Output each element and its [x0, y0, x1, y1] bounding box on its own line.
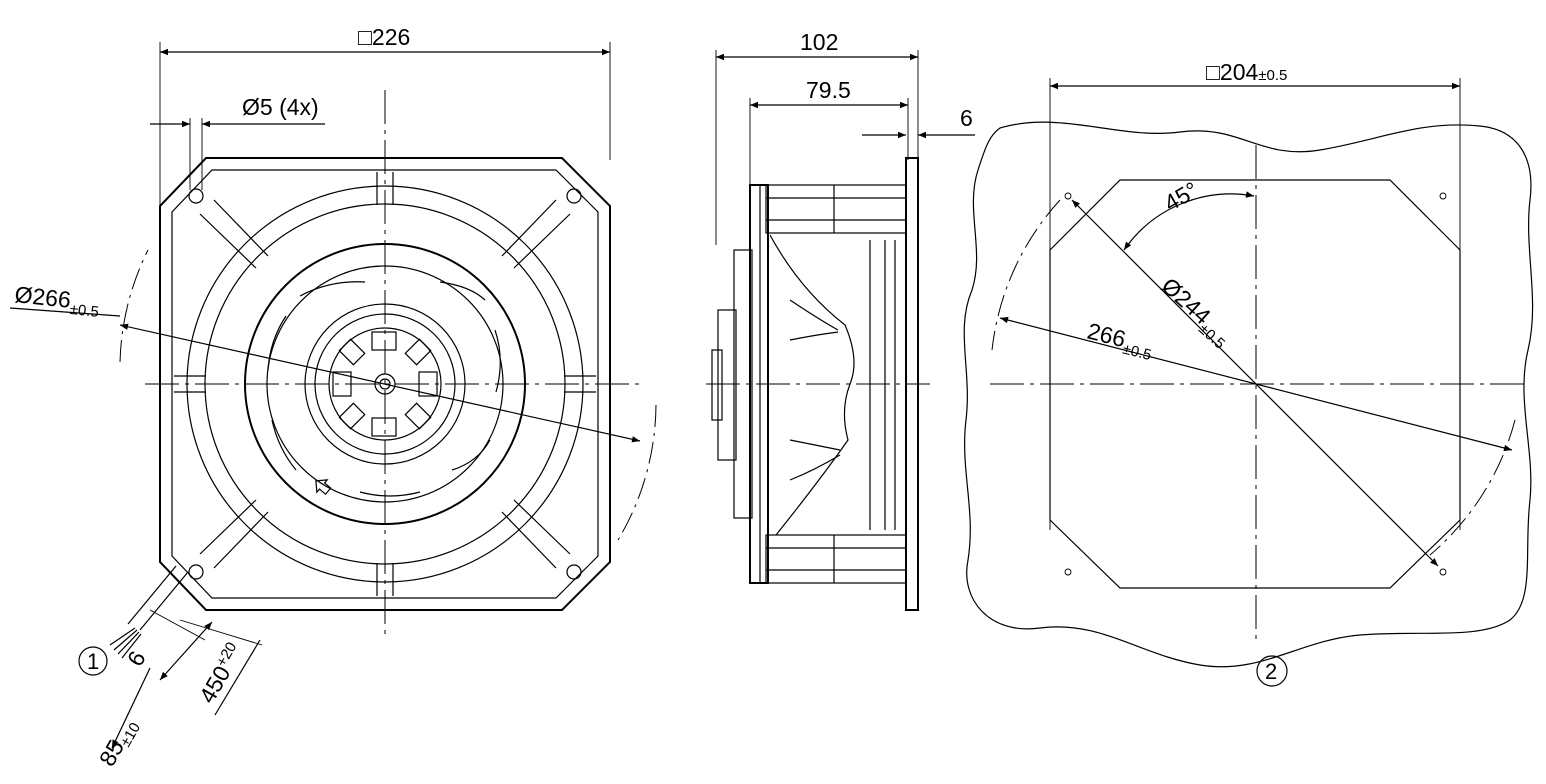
blade	[451, 439, 491, 471]
panel-hole	[1439, 568, 1447, 576]
opening-arc	[991, 199, 1061, 351]
blade	[439, 281, 486, 301]
leader-line	[9, 307, 121, 317]
grille-spoke	[213, 511, 269, 569]
hub-vent	[338, 338, 366, 366]
cable-line	[139, 571, 189, 631]
circle-dim-label: Ø266±0.5	[13, 281, 101, 321]
hub-vent	[404, 402, 432, 430]
cutout-width-label: □204±0.5	[1206, 59, 1287, 85]
cable-length-dim	[159, 621, 213, 681]
callout-circle-1	[78, 646, 108, 676]
opening-dim-line	[999, 316, 1513, 452]
depth-total-label: 102	[800, 29, 838, 55]
grille-spoke	[199, 499, 257, 555]
circle-arc	[119, 249, 149, 363]
wire	[117, 631, 140, 655]
depth-body-label: 79.5	[806, 77, 851, 103]
hole-dim-label: Ø5 (4x)	[242, 94, 319, 120]
grille-spoke	[501, 511, 557, 569]
panel-hole	[1064, 192, 1072, 200]
wire-strip-label: 6	[122, 646, 151, 670]
wire	[121, 633, 142, 659]
cable	[109, 565, 189, 659]
front-view: □226 Ø5 (4x)	[9, 24, 657, 772]
bolt-circle-label: Ø244±0.5	[1153, 272, 1237, 352]
extension-line	[179, 619, 263, 646]
hub-vent	[338, 402, 366, 430]
blade-profile	[769, 234, 855, 536]
circle-arc	[617, 404, 657, 541]
bolt-circle-dim-line	[1071, 199, 1439, 567]
motor-cap	[717, 309, 737, 461]
blade-profile	[789, 299, 839, 331]
wire	[113, 629, 138, 651]
hub-vent	[371, 331, 397, 351]
motor-hub	[711, 349, 723, 421]
blade-profile	[789, 331, 839, 341]
strip-length-dim	[111, 667, 151, 749]
blade-profile	[789, 439, 841, 451]
opening-dim-label: 266±0.5	[1084, 318, 1157, 364]
blade	[359, 491, 421, 497]
side-view: 102 79.5 6	[706, 29, 975, 611]
cutout-view: □204±0.5 45° Ø244±0.5 266±0.5 2	[963, 59, 1534, 687]
callout-circle-2	[1256, 655, 1288, 687]
blade-profile	[789, 454, 841, 481]
grille-spoke	[501, 199, 557, 257]
rotation-arrow-icon	[315, 479, 332, 496]
grille-spoke	[513, 499, 571, 555]
angle-label: 45°	[1160, 176, 1203, 216]
grille-spoke	[199, 213, 257, 269]
mounting-hole	[566, 564, 582, 580]
housing-top	[765, 184, 907, 234]
callout-1-label: 1	[87, 649, 99, 674]
blade	[494, 329, 501, 393]
mounting-hole	[566, 188, 582, 204]
cable-length-dim2	[214, 639, 261, 716]
housing-bottom	[765, 534, 907, 584]
width-dim-label: □226	[358, 24, 410, 50]
panel-outline	[963, 121, 1534, 668]
diameter-dim-line	[119, 323, 641, 443]
panel-hole	[1064, 568, 1072, 576]
hub-vent	[404, 338, 432, 366]
flange-label: 6	[960, 105, 973, 131]
hub-vent	[371, 417, 397, 437]
mounting-holes	[188, 188, 582, 580]
strip-length-label: 85±10	[94, 714, 144, 772]
blade	[299, 281, 366, 297]
mounting-hole	[188, 564, 204, 580]
grille-spoke	[513, 213, 571, 269]
callout-2-label: 2	[1265, 659, 1277, 684]
wire	[109, 627, 136, 646]
grille-spoke	[213, 199, 269, 257]
mounting-hole	[188, 188, 204, 204]
cable-line	[127, 565, 177, 625]
panel-hole	[1439, 192, 1447, 200]
